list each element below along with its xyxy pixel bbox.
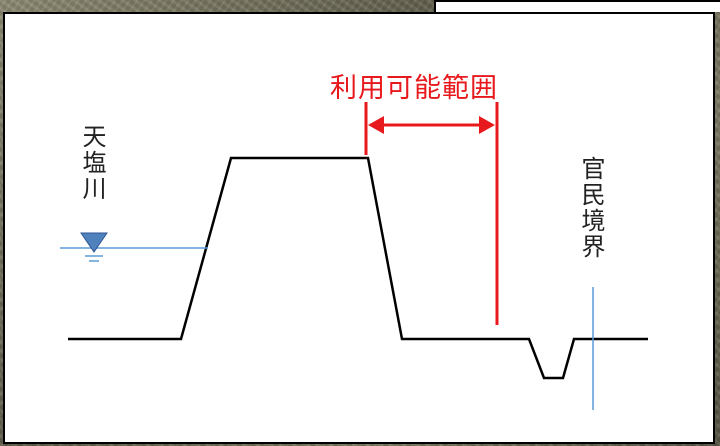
- diagram-panel: [3, 12, 715, 444]
- river-label: 天塩川: [78, 124, 106, 202]
- usable-range-arrowhead-right: [479, 116, 495, 134]
- diagram-panel-top-extension: [434, 0, 720, 12]
- levee-profile-line: [68, 156, 648, 380]
- boundary-label: 官民境界: [577, 156, 605, 260]
- usable-range-arrowhead-left: [368, 116, 384, 134]
- usable-range-label: 利用可能範囲: [330, 73, 498, 104]
- water-level-triangle-icon: [80, 232, 108, 253]
